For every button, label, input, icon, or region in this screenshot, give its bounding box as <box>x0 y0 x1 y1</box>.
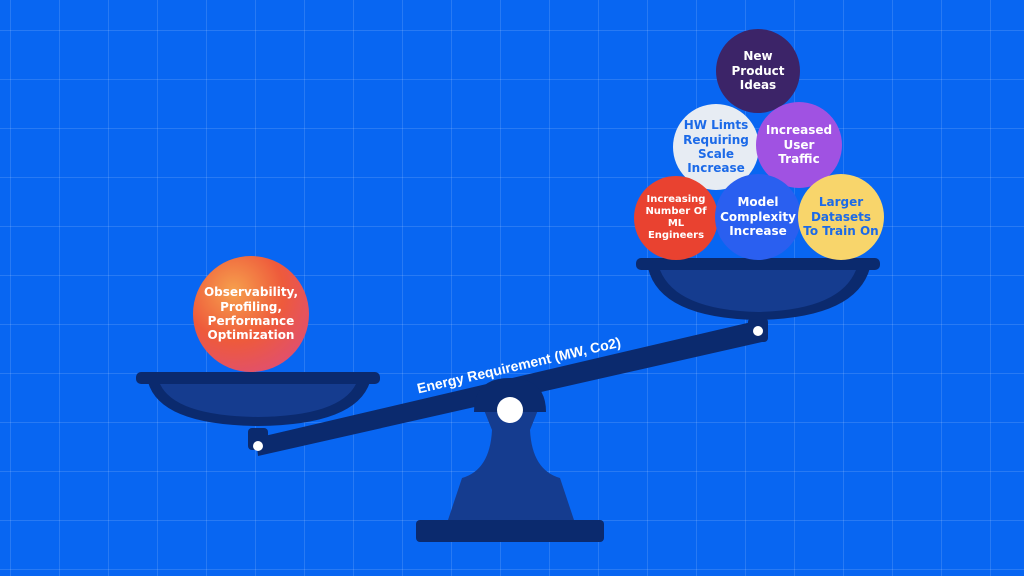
new-product-ideas-ball: New Product Ideas <box>716 29 800 113</box>
pivot-hole <box>497 397 523 423</box>
increased-user-traffic-label: Increased User Traffic <box>765 123 833 167</box>
scale-stand <box>448 410 574 520</box>
increased-user-traffic-ball: Increased User Traffic <box>756 102 842 188</box>
left-joint-dot <box>253 441 263 451</box>
ml-engineers-ball: Increasing Number Of ML Engineers <box>634 176 718 260</box>
left-pan-inner <box>160 384 356 417</box>
left-pan-rim <box>136 372 380 384</box>
new-product-ideas-label: New Product Ideas <box>731 49 785 93</box>
larger-datasets-label: Larger Datasets To Train On <box>803 195 879 239</box>
model-complexity-ball: Model Complexity Increase <box>715 174 801 260</box>
hw-limits-label: HW Limts Requiring Scale Increase <box>683 118 749 176</box>
larger-datasets-ball: Larger Datasets To Train On <box>798 174 884 260</box>
right-pan-inner <box>660 270 856 312</box>
left-joint <box>248 428 268 450</box>
observability-ball: Observability, Profiling, Performance Op… <box>193 256 309 372</box>
scale-pivot <box>474 378 546 412</box>
right-joint-dot <box>753 326 763 336</box>
observability-ball-label: Observability, Profiling, Performance Op… <box>203 285 299 343</box>
model-complexity-label: Model Complexity Increase <box>720 195 796 239</box>
right-pan-rim <box>636 258 880 270</box>
ml-engineers-label: Increasing Number Of ML Engineers <box>645 194 707 241</box>
scale-base <box>416 520 604 542</box>
